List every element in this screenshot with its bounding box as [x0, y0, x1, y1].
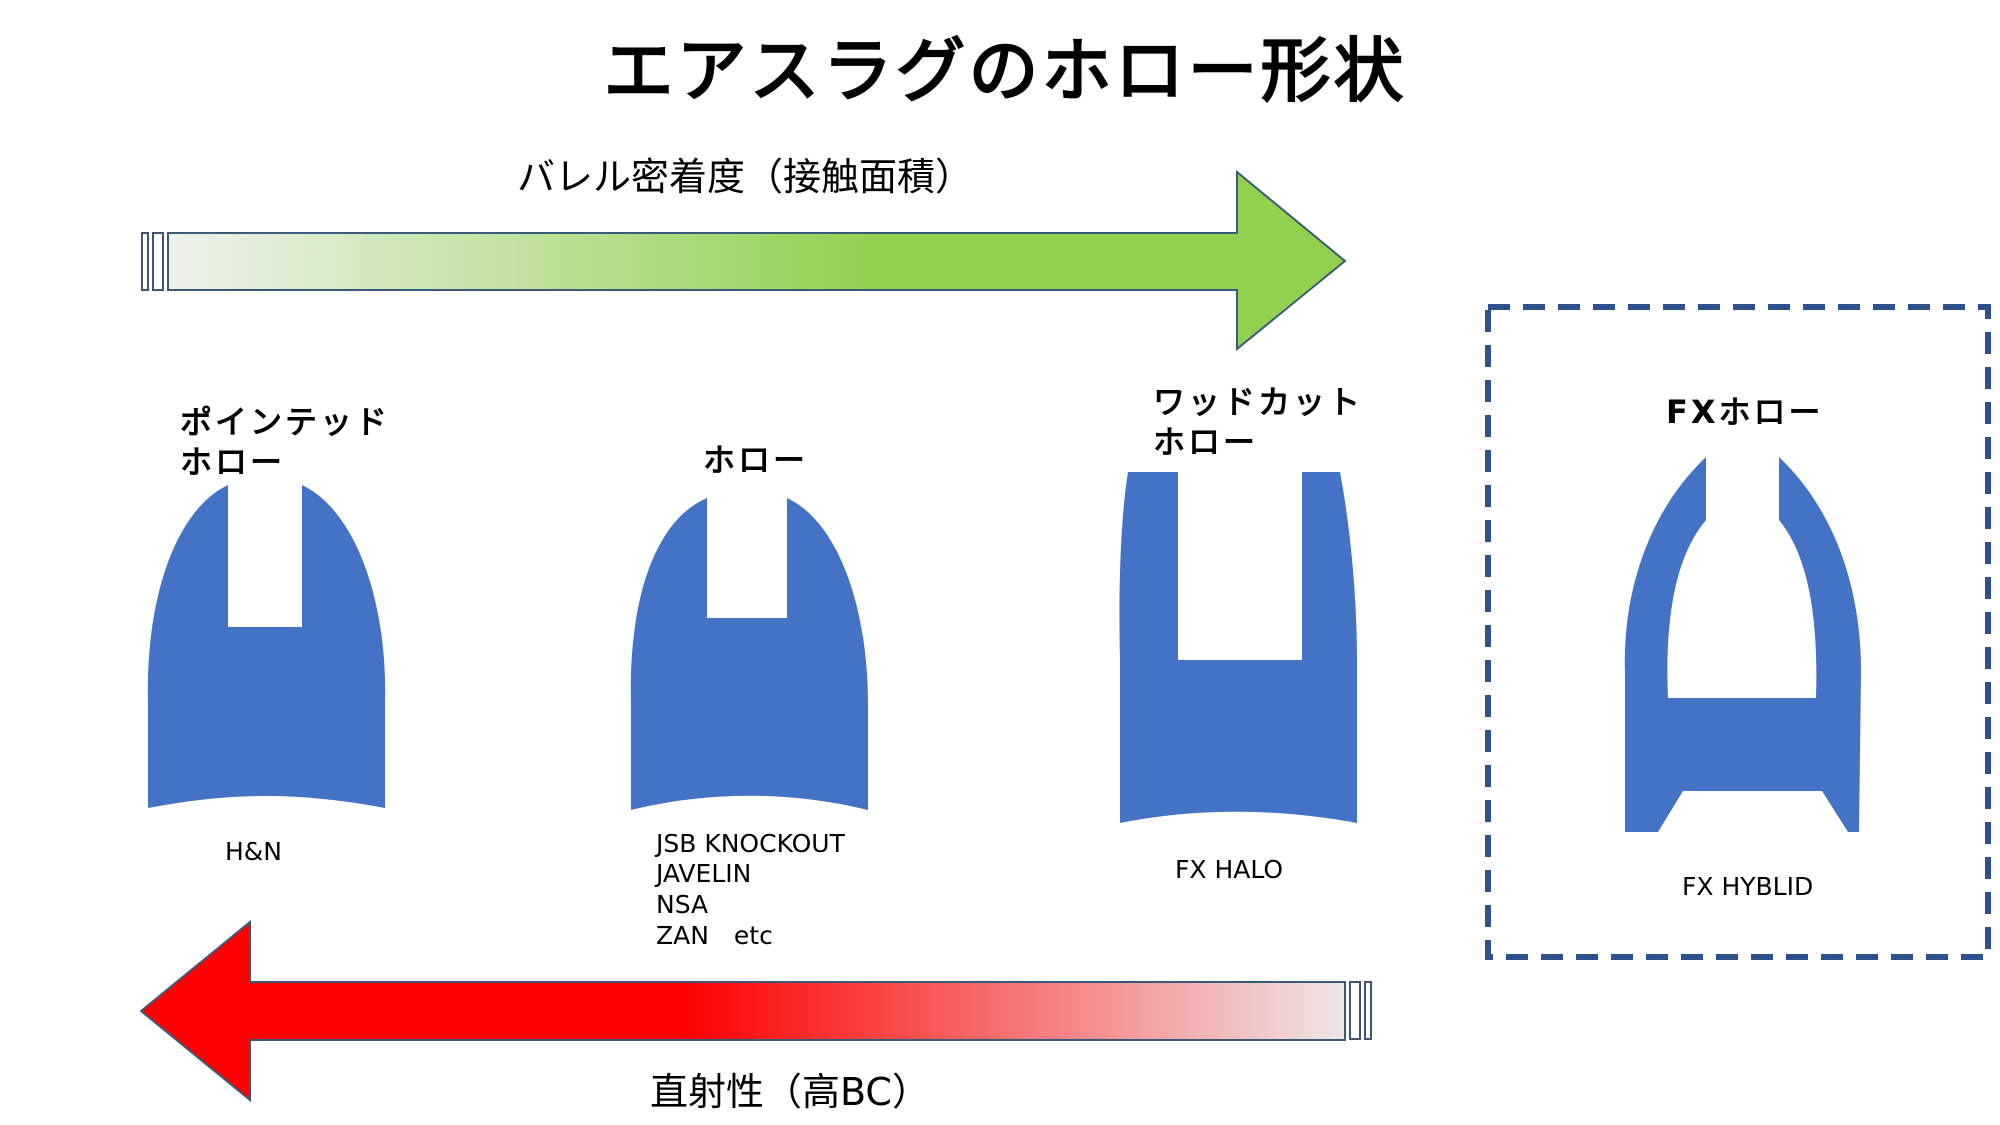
bottom-arrow-tail-stripe-2 [1364, 981, 1372, 1040]
product-label-jsb-knockout: JSB KNOCKOUT [654, 829, 846, 858]
bottom-arrow-label: 直射性（高BC） [650, 1070, 930, 1114]
top-arrow-tail-stripe-1 [141, 232, 149, 291]
top-arrow-label: バレル密着度（接触面積） [517, 155, 973, 199]
top-arrow-tail-stripe-2 [152, 232, 164, 291]
type-label-hollow-line1: ホロー [703, 441, 808, 479]
product-label-javelin: JAVELIN [654, 859, 751, 888]
product-label-nsa: NSA [656, 890, 708, 919]
bottom-arrow-body [139, 919, 1346, 1103]
type-label-fx-hollow-line1: FXホロー [1666, 393, 1824, 431]
product-label-fx-halo: FX HALO [1175, 855, 1283, 884]
product-label-fx-hyblid: FX HYBLID [1682, 872, 1813, 901]
top-arrow-body [167, 169, 1347, 352]
hollow-shape [630, 498, 868, 810]
type-label-wadcutter-hollow-line2: ホロー [1153, 423, 1258, 461]
page-title: エアスラグのホロー形状 [604, 30, 1407, 112]
pointed-hollow-shape [147, 485, 386, 808]
product-label-zan-etc: ZAN etc [656, 921, 773, 950]
top-gradient-arrow [141, 169, 1347, 352]
fx-hollow-shape [1624, 457, 1862, 832]
type-label-wadcutter-hollow-line1: ワッドカット [1153, 383, 1363, 421]
fx-hollow-highlight-box [1485, 304, 1991, 960]
product-label-hn: H&N [225, 837, 282, 866]
bottom-arrow-tail-stripe-1 [1349, 981, 1361, 1040]
type-label-pointed-hollow-line1: ポインテッド [180, 403, 390, 441]
bottom-gradient-arrow [139, 919, 1372, 1103]
wadcutter-hollow-shape [1119, 472, 1357, 823]
type-label-pointed-hollow-line2: ホロー [180, 443, 285, 481]
